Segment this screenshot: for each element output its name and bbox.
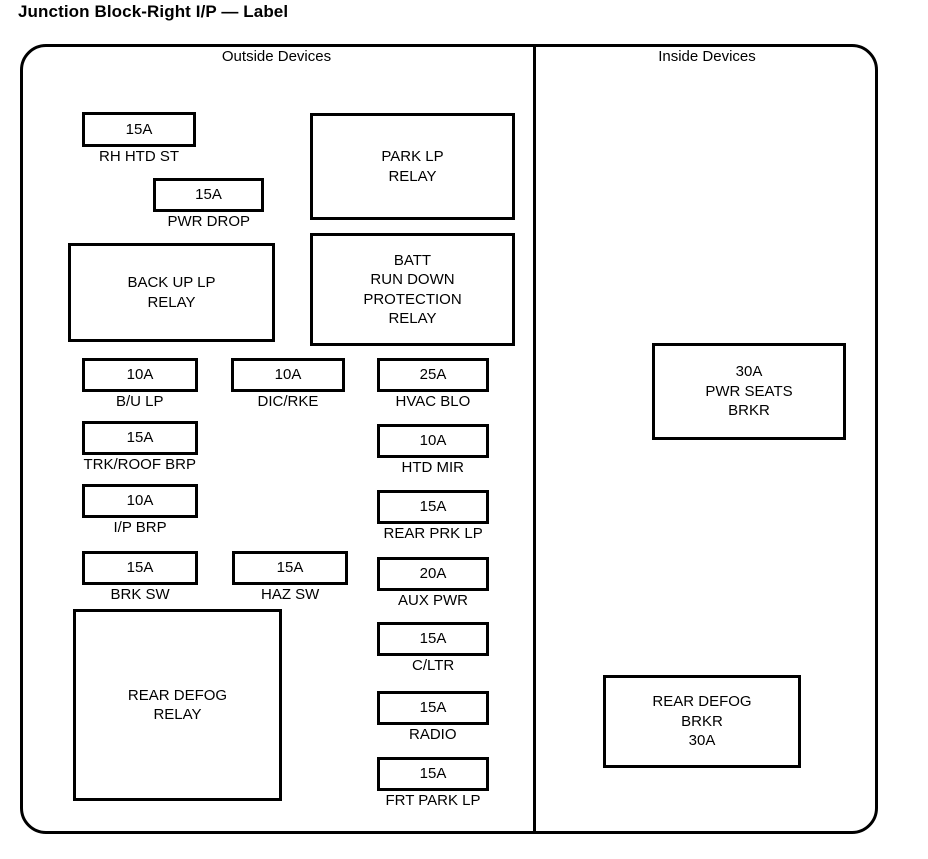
- relay-rear-defog-relay[interactable]: REAR DEFOG RELAY: [73, 609, 282, 801]
- fuse-amperage: 20A: [419, 565, 447, 583]
- fuse-amperage: 10A: [274, 366, 302, 384]
- fuse-label-haz-sw: HAZ SW: [261, 586, 320, 603]
- fuse-label-frt-park-lp: FRT PARK LP: [385, 792, 481, 809]
- column-header-outside-devices: Outside Devices: [221, 48, 332, 65]
- fuse-label-rear-prk-lp: REAR PRK LP: [383, 525, 483, 542]
- fuse-amperage: 15A: [126, 429, 154, 447]
- fuse-label-brk-sw: BRK SW: [110, 586, 170, 603]
- fuse-label-aux-pwr: AUX PWR: [398, 592, 469, 609]
- breaker-rear-defog-brkr-30a[interactable]: REAR DEFOG BRKR 30A: [603, 675, 801, 768]
- relay-park-lp-relay[interactable]: PARK LP RELAY: [310, 113, 515, 220]
- fuse-b-u-lp[interactable]: 10A: [82, 358, 198, 392]
- fuse-amperage: 15A: [419, 699, 447, 717]
- fuse-amperage: 10A: [126, 366, 154, 384]
- column-divider: [533, 44, 536, 834]
- fuse-label-pwr-drop: PWR DROP: [167, 213, 251, 230]
- fuse-amperage: 15A: [195, 186, 222, 204]
- fuse-haz-sw[interactable]: 15A: [232, 551, 348, 585]
- fuse-amperage: 10A: [419, 432, 447, 450]
- page-title: Junction Block-Right I/P — Label: [18, 2, 289, 21]
- fuse-amperage: 15A: [419, 498, 447, 516]
- fuse-trk-roof-brp[interactable]: 15A: [82, 421, 198, 455]
- fuse-amperage: 10A: [126, 492, 154, 510]
- fuse-label-rh-htd-st: RH HTD ST: [99, 148, 179, 165]
- fuse-rh-htd-st[interactable]: 15A: [82, 112, 196, 147]
- relay-batt-run-down-protection-relay[interactable]: BATT RUN DOWN PROTECTION RELAY: [310, 233, 515, 346]
- fuse-label-htd-mir: HTD MIR: [401, 459, 465, 476]
- fuse-label-b-u-lp: B/U LP: [116, 393, 164, 410]
- fuse-hvac-blo[interactable]: 25A: [377, 358, 489, 392]
- column-header-inside-devices: Inside Devices: [658, 48, 756, 65]
- fuse-frt-park-lp[interactable]: 15A: [377, 757, 489, 791]
- fuse-rear-prk-lp[interactable]: 15A: [377, 490, 489, 524]
- fuse-amperage: 15A: [126, 559, 154, 577]
- fuse-amperage: 25A: [419, 366, 447, 384]
- fuse-pwr-drop[interactable]: 15A: [153, 178, 264, 212]
- fuse-label-trk-roof-brp: TRK/ROOF BRP: [83, 456, 197, 473]
- fuse-amperage: 15A: [419, 765, 447, 783]
- fuse-label-i-p-brp: I/P BRP: [113, 519, 167, 536]
- fuse-label-radio: RADIO: [409, 726, 457, 743]
- fuse-label-c-ltr: C/LTR: [412, 657, 455, 674]
- fuse-label-dic-rke: DIC/RKE: [257, 393, 319, 410]
- fuse-label-hvac-blo: HVAC BLO: [395, 393, 471, 410]
- relay-back-up-lp-relay[interactable]: BACK UP LP RELAY: [68, 243, 275, 342]
- fuse-i-p-brp[interactable]: 10A: [82, 484, 198, 518]
- fuse-radio[interactable]: 15A: [377, 691, 489, 725]
- fuse-amperage: 15A: [419, 630, 447, 648]
- breaker-30a-pwr-seats-brkr[interactable]: 30A PWR SEATS BRKR: [652, 343, 846, 440]
- fuse-htd-mir[interactable]: 10A: [377, 424, 489, 458]
- fuse-c-ltr[interactable]: 15A: [377, 622, 489, 656]
- fuse-dic-rke[interactable]: 10A: [231, 358, 345, 392]
- fuse-aux-pwr[interactable]: 20A: [377, 557, 489, 591]
- fuse-amperage: 15A: [276, 559, 304, 577]
- fuse-brk-sw[interactable]: 15A: [82, 551, 198, 585]
- fuse-amperage: 15A: [125, 120, 153, 138]
